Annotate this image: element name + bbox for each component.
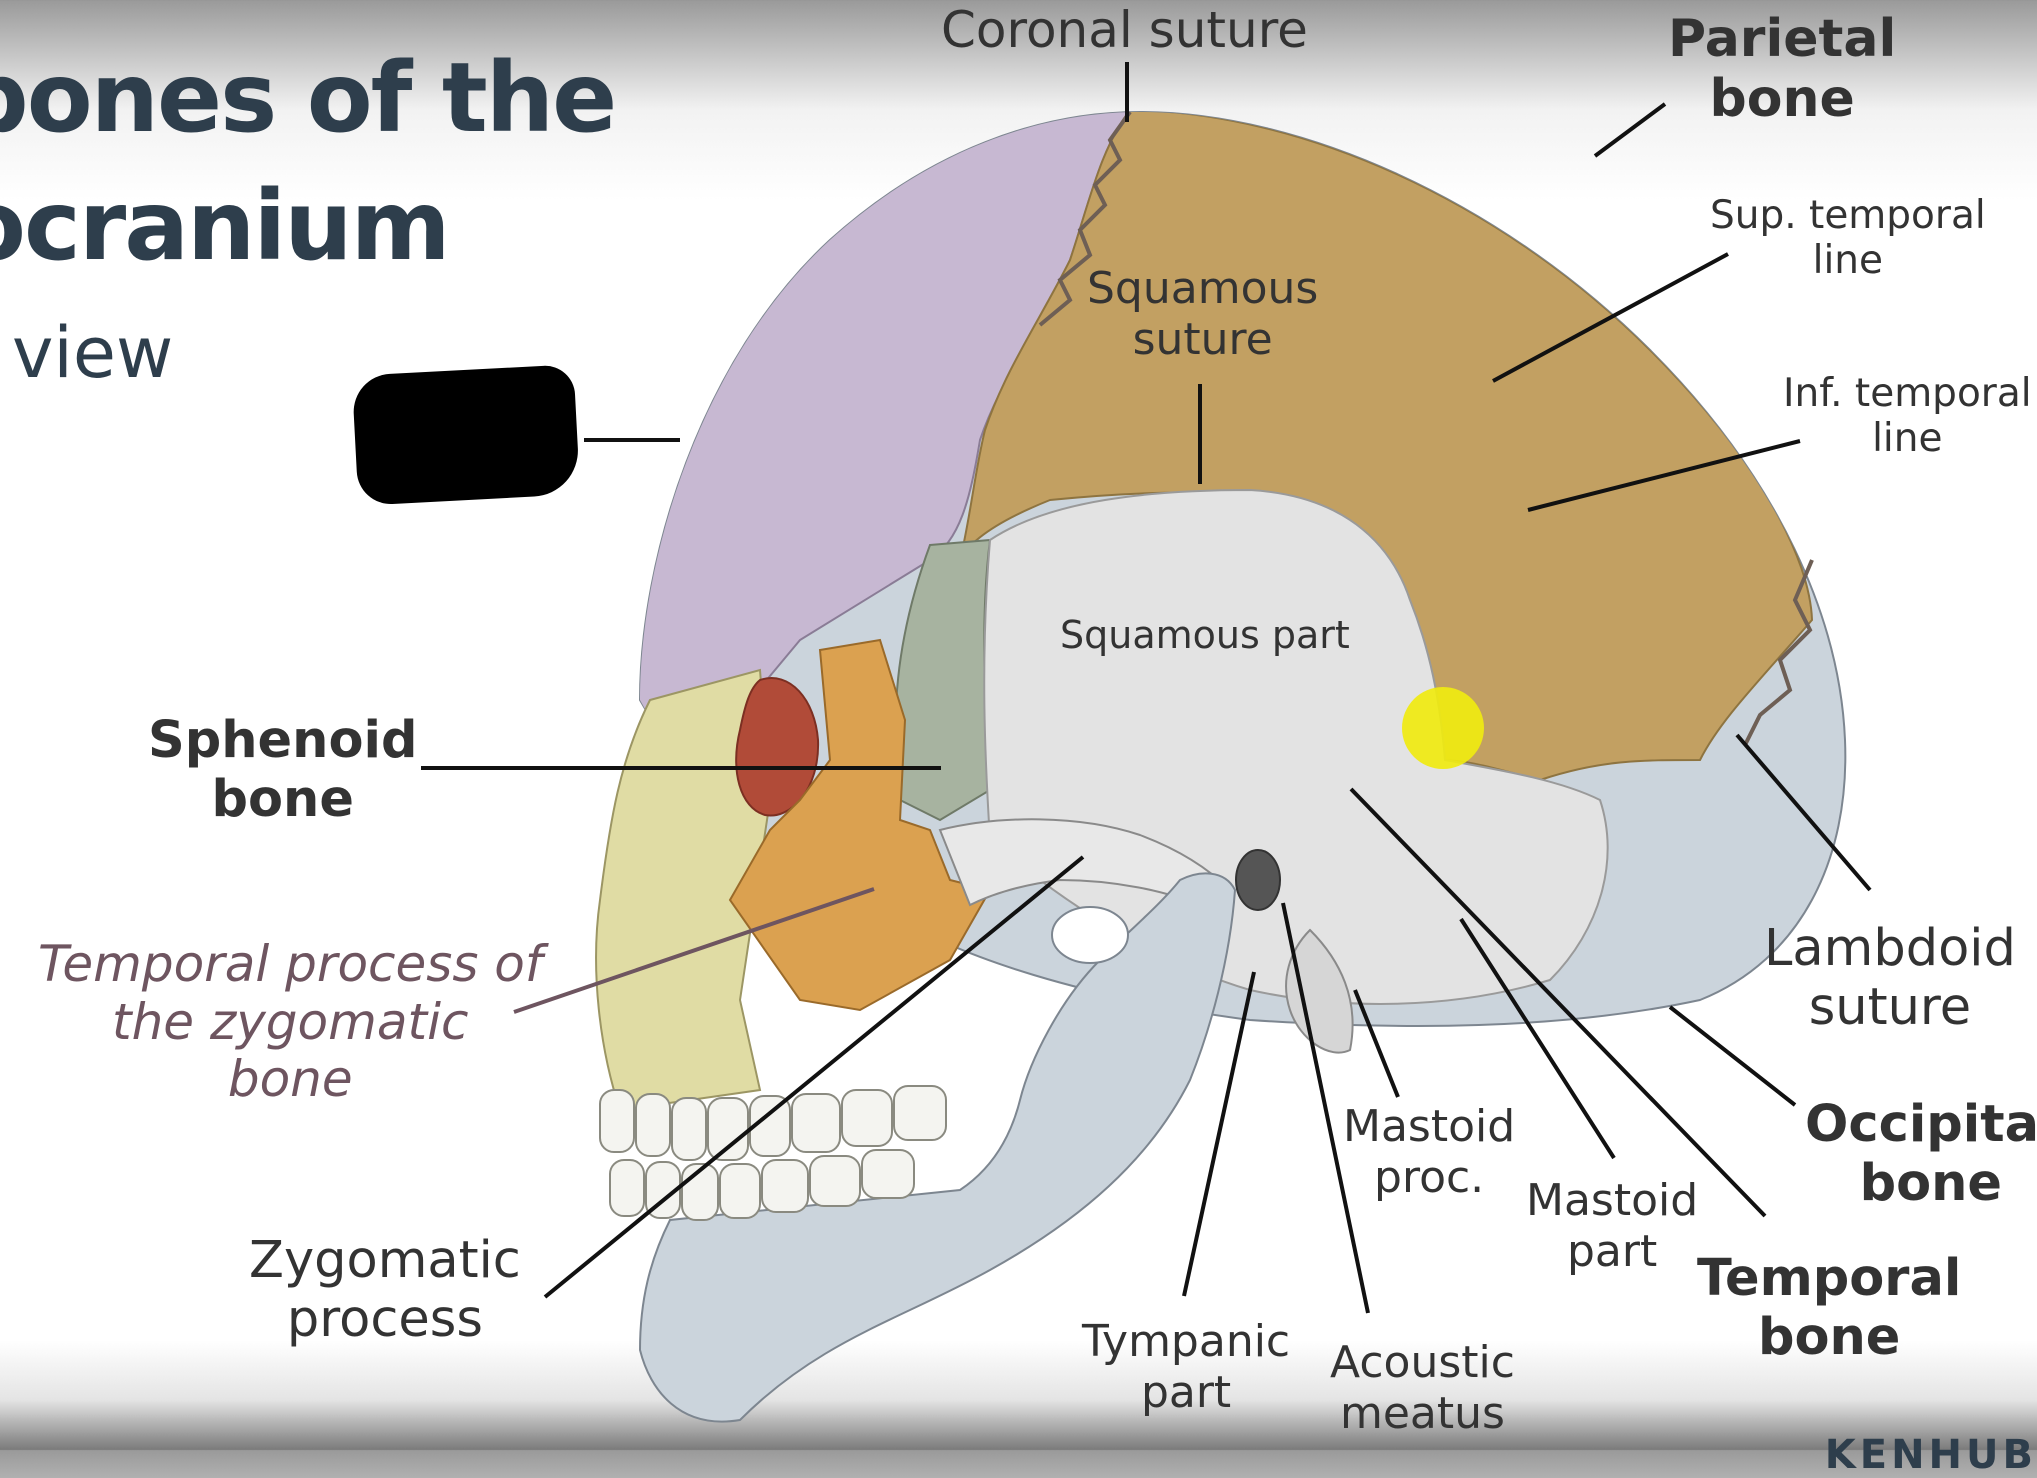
- leader-temporal-process: [513, 887, 875, 1014]
- lambdoid-suture-line: [1743, 559, 1814, 746]
- leader-parietal-bone: [1593, 102, 1667, 158]
- teeth-row: [599, 1085, 947, 1221]
- label-sup-temporal-line: Sup. temporal line: [1710, 193, 1986, 283]
- label-mastoid-proc: Mastoid proc.: [1343, 1101, 1516, 1203]
- mandible-region: [638, 872, 1237, 1423]
- label-inf-temporal-line: Inf. temporal line: [1783, 371, 2032, 461]
- leader-acoustic-meatus: [1281, 902, 1370, 1314]
- label-acoustic-meatus: Acoustic meatus: [1330, 1337, 1515, 1439]
- label-zygomatic-process: Zygomatic process: [249, 1231, 521, 1349]
- leader-tympanic-part: [1182, 971, 1256, 1297]
- label-temporal-bone: Temporal bone: [1697, 1249, 1962, 1367]
- mandibular-notch: [1051, 906, 1129, 964]
- coronal-suture-line: [1038, 110, 1132, 327]
- external-acoustic-meatus: [1235, 849, 1281, 911]
- page-title-line-1: bones of the: [0, 42, 617, 154]
- page-title-line-2: ocranium: [0, 170, 451, 282]
- label-squamous-suture: Squamous suture: [1087, 263, 1319, 365]
- label-occipital-bone: Occipital bone: [1805, 1095, 2037, 1213]
- leader-mastoid-proc: [1353, 989, 1400, 1098]
- label-tympanic-part: Tympanic part: [1082, 1316, 1291, 1418]
- orbit-region: [735, 677, 820, 817]
- brand-logo: KENHUB: [1824, 1432, 2037, 1478]
- label-parietal-bone: Parietal bone: [1668, 9, 1897, 129]
- leader-sup-temporal-line: [1492, 252, 1729, 383]
- label-temporal-process: Temporal process of the zygomatic bone: [38, 935, 543, 1108]
- leader-inf-temporal-line: [1527, 439, 1801, 512]
- label-squamous-part: Squamous part: [1060, 613, 1350, 657]
- leader-occipital-bone: [1668, 1005, 1797, 1107]
- leader-mastoid-part: [1459, 917, 1616, 1160]
- mastoid-process-region: [1285, 928, 1354, 1054]
- leader-zygomatic-process: [543, 855, 1085, 1299]
- redaction-mark: [351, 364, 581, 506]
- page-subtitle-view: view: [12, 312, 174, 394]
- label-coronal-suture: Coronal suture: [941, 1, 1308, 59]
- label-mastoid-part: Mastoid part: [1526, 1175, 1699, 1277]
- leader-temporal-bone: [1349, 787, 1767, 1218]
- leader-lambdoid-suture: [1735, 733, 1872, 892]
- label-sphenoid-bone: Sphenoid bone: [148, 711, 418, 829]
- label-lambdoid-suture: Lambdoid suture: [1764, 919, 2016, 1037]
- leader-lines: [421, 62, 1872, 1314]
- highlight-marker: [1402, 687, 1484, 769]
